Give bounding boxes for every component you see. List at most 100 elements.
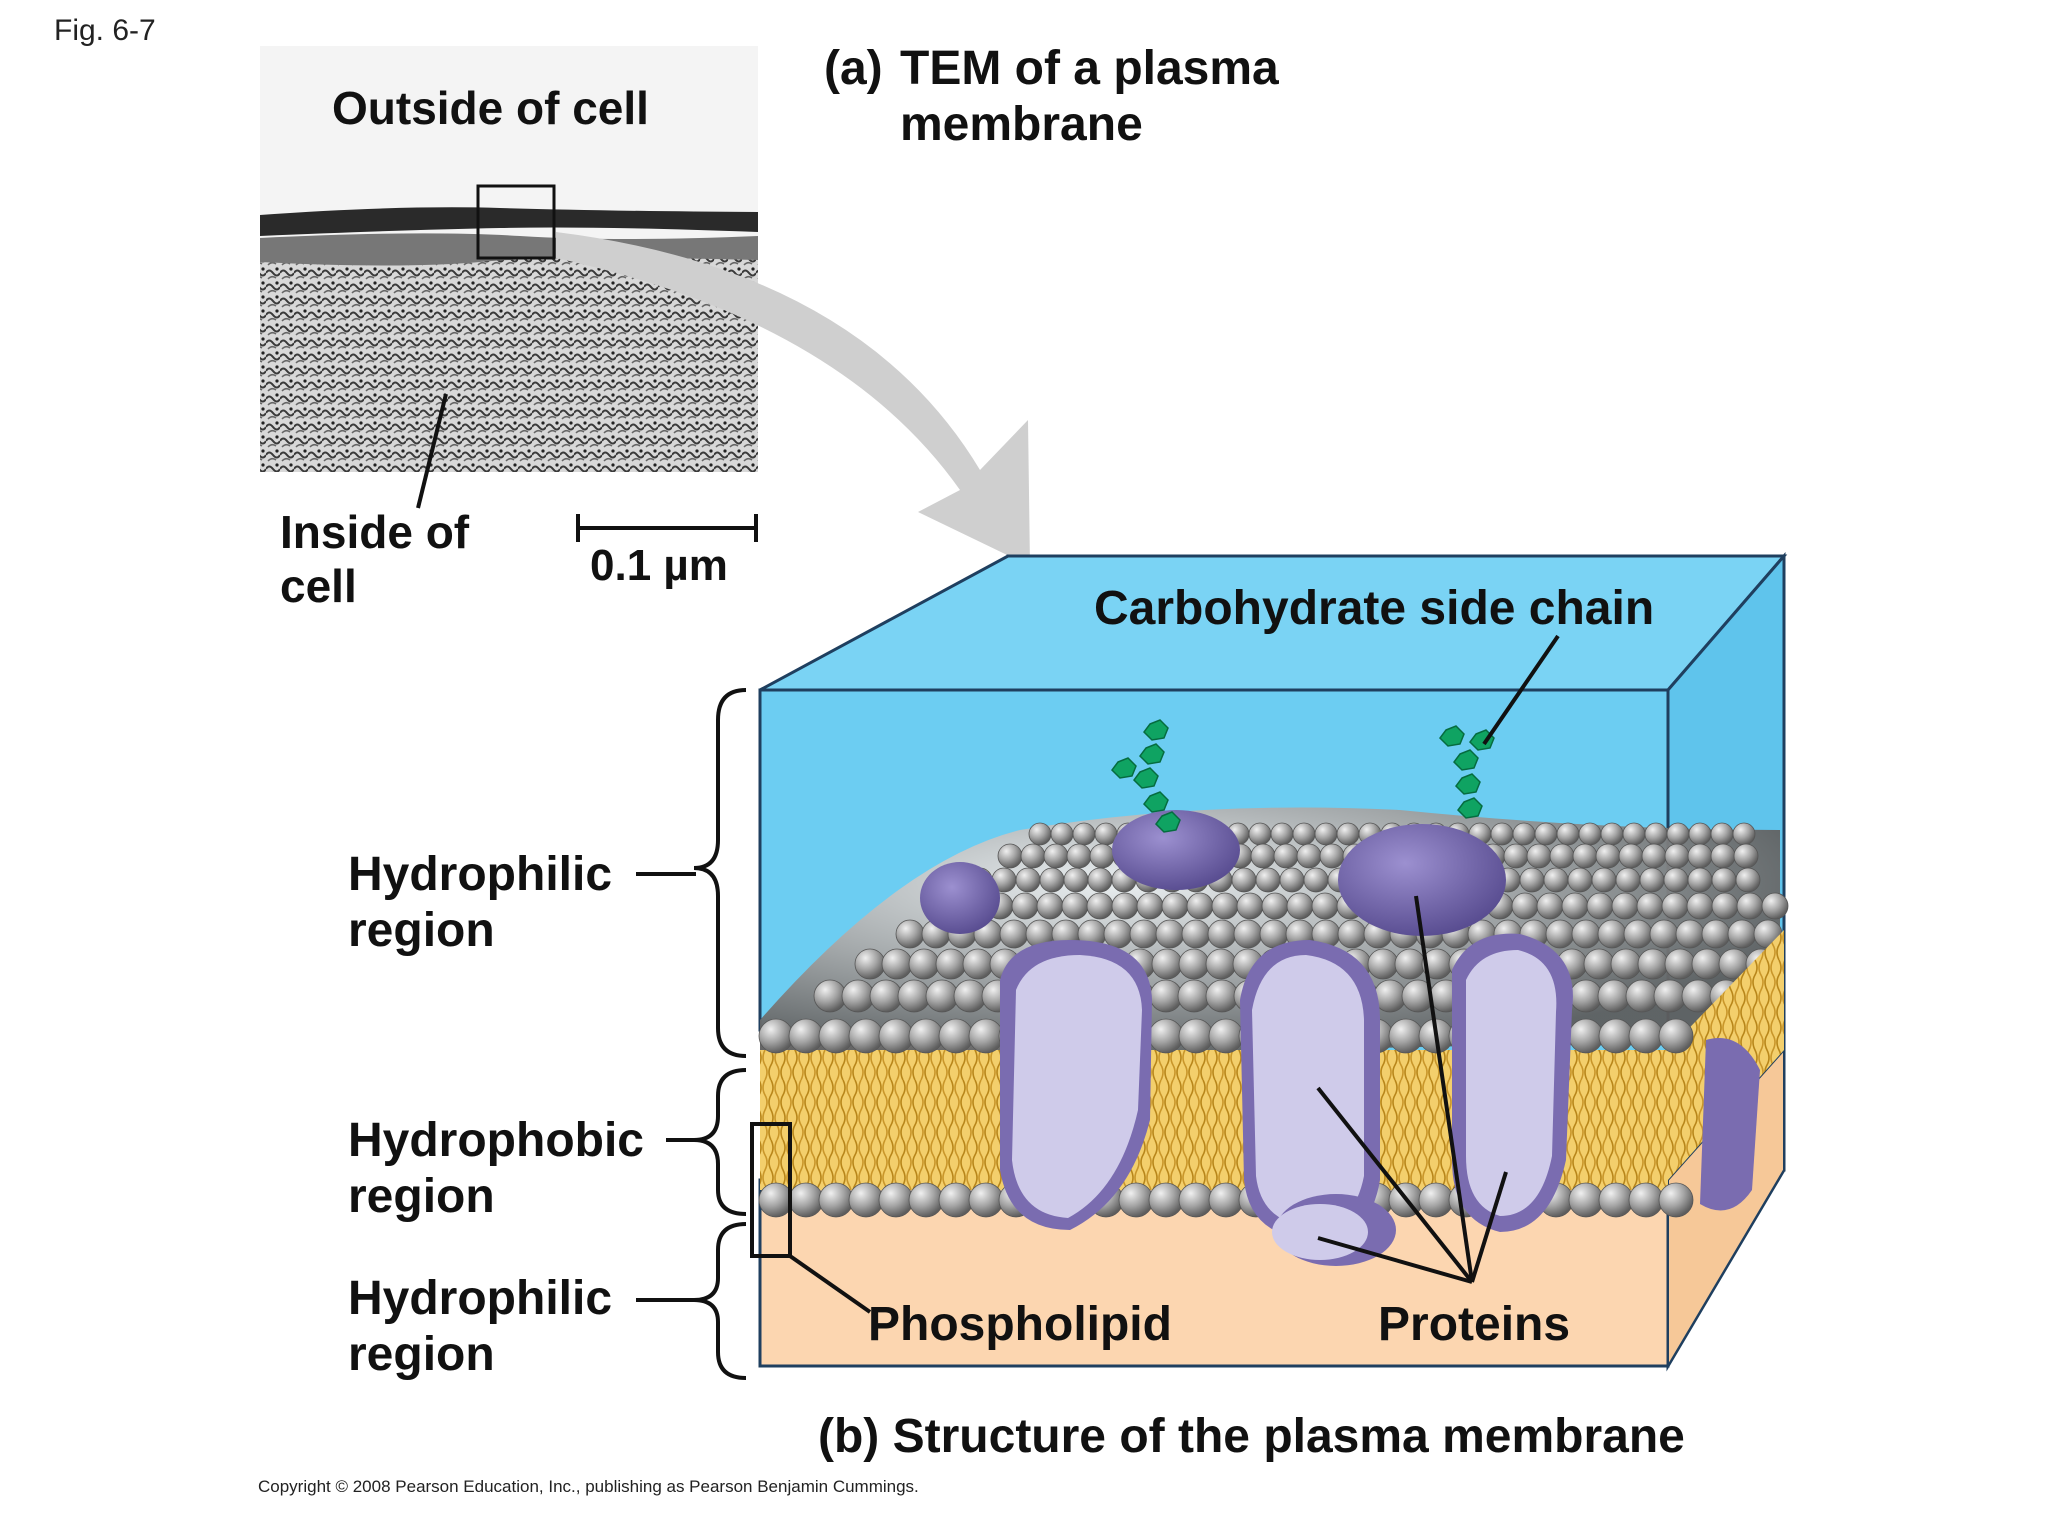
phospholipid-head — [1148, 1018, 1184, 1054]
phospholipid-head — [1628, 1018, 1664, 1054]
phospholipid-head — [1688, 822, 1712, 846]
phospholipid-head — [1255, 867, 1281, 893]
phospholipid-head — [1418, 1182, 1454, 1218]
phospholipid-head — [1598, 1018, 1634, 1054]
phospholipid-head — [1711, 892, 1739, 920]
phospholipid-head — [1490, 822, 1514, 846]
phospholipid-head — [881, 948, 913, 980]
phospholipid-head — [1641, 843, 1667, 869]
panel-a-title-line2: membrane — [900, 98, 1143, 151]
phospholipid-head — [938, 1018, 974, 1054]
zoom-arrow — [556, 232, 1030, 566]
phospholipid-head — [1149, 979, 1183, 1013]
phospholipid-head — [1598, 1182, 1634, 1218]
phospholipid-head — [1236, 892, 1264, 920]
phospholipid-head — [1129, 919, 1159, 949]
phospholipid-head — [1303, 867, 1329, 893]
phospholipid-head — [1178, 1018, 1214, 1054]
phospholipid-head — [1625, 979, 1659, 1013]
phospholipid-head — [1600, 822, 1624, 846]
phospholipid-head — [925, 979, 959, 1013]
phospholipid-head — [1181, 919, 1211, 949]
inside-of-cell-label-line1: Inside of — [280, 506, 470, 558]
phospholipid-head — [1394, 948, 1426, 980]
phospholipid-head — [1061, 892, 1089, 920]
phospholipid-head — [1020, 843, 1046, 869]
phospholipid-head — [1148, 1182, 1184, 1218]
protein-small-left — [920, 862, 1000, 934]
phospholipid-head — [1733, 843, 1759, 869]
phospholipid-head — [1103, 919, 1133, 949]
phospholipid-head — [1178, 1182, 1214, 1218]
outside-of-cell-label: Outside of cell — [332, 82, 649, 134]
phospholipid-head — [1710, 822, 1734, 846]
carbohydrate-chain-left — [1111, 719, 1181, 833]
carbohydrate-side-chain-label: Carbohydrate side chain — [1094, 582, 1654, 635]
phospholipid-head — [1039, 867, 1065, 893]
phospholipid-head — [848, 1018, 884, 1054]
phospholipid-head — [758, 1018, 794, 1054]
phospholipid-head — [1503, 843, 1529, 869]
phospholipid-head — [1597, 979, 1631, 1013]
phospholipid-head — [1205, 979, 1239, 1013]
phospholipid-head — [1561, 892, 1589, 920]
phospholipid-head — [1337, 919, 1367, 949]
phospholipid-head — [968, 1018, 1004, 1054]
phospholipid-head — [854, 948, 886, 980]
phospholipid-head — [1066, 843, 1092, 869]
phospholipid-head — [1597, 919, 1627, 949]
phospholipid-head — [1611, 892, 1639, 920]
phospholipid-head — [1261, 892, 1289, 920]
phospholipid-head — [1151, 948, 1183, 980]
phospholipid-head — [1761, 892, 1789, 920]
phospholipid-head — [1644, 822, 1668, 846]
phospholipid-head — [1735, 867, 1761, 893]
phospholipid-head — [1028, 822, 1052, 846]
phospholipid-head — [1207, 919, 1237, 949]
hydrophilic-top-label-line2: region — [348, 904, 495, 957]
phospholipid-head — [818, 1182, 854, 1218]
phospholipid-head — [848, 1182, 884, 1218]
phospholipid-head — [1732, 822, 1756, 846]
phospholipid-head — [962, 948, 994, 980]
phospholipid-head — [813, 979, 847, 1013]
phospholipid-head — [1273, 843, 1299, 869]
phospholipid-head — [1583, 948, 1615, 980]
phospholipid-head — [878, 1018, 914, 1054]
phospholipid-head — [1610, 948, 1642, 980]
phospholipid-head — [1543, 867, 1569, 893]
phospholipid-head — [1286, 892, 1314, 920]
phospholipid-head — [1270, 822, 1294, 846]
protein-top-right — [1338, 824, 1506, 936]
phospholipid-head — [1111, 892, 1139, 920]
phospholipid-head — [1622, 822, 1646, 846]
proteins-pointers — [1316, 895, 1508, 1284]
phospholipid-head — [1211, 892, 1239, 920]
phospholipid-head — [1664, 948, 1696, 980]
phospholipid-head — [1711, 867, 1737, 893]
protein-top-middle — [1112, 810, 1240, 890]
phospholipid-head — [1687, 867, 1713, 893]
carbohydrate-pointer — [1482, 634, 1560, 746]
phospholipid-head — [938, 1182, 974, 1218]
phospholipid-head — [1155, 919, 1185, 949]
phospholipid-head — [1087, 867, 1113, 893]
phospholipid-head — [1578, 822, 1602, 846]
phospholipid-head — [999, 919, 1029, 949]
phospholipid-head — [1727, 919, 1757, 949]
membrane-box — [758, 551, 1789, 1372]
brace-hydrophobic — [693, 1068, 747, 1216]
phospholipid-head — [1336, 822, 1360, 846]
phospholipid-head — [908, 1018, 944, 1054]
phospholipid-head — [1177, 979, 1211, 1013]
phospholipid-head — [1526, 843, 1552, 869]
phospholipid-head — [1687, 843, 1713, 869]
scale-bar-label: 0.1 µm — [590, 541, 728, 590]
phospholipid-head — [1311, 892, 1339, 920]
phospholipid-head — [1586, 892, 1614, 920]
phospholipid-head — [1519, 867, 1545, 893]
phospholipid-head — [1618, 843, 1644, 869]
phospholipid-head — [1178, 948, 1210, 980]
phospholipid-head — [1208, 1018, 1244, 1054]
phospholipid-head — [953, 979, 987, 1013]
